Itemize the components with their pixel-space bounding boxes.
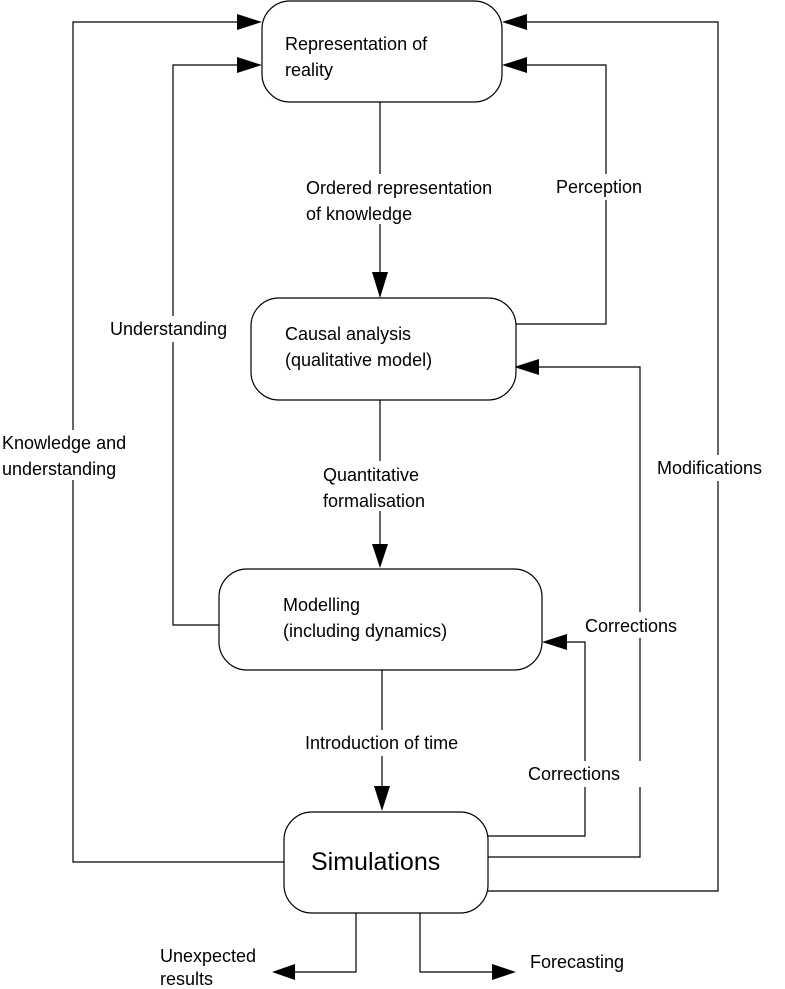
- edge-label-corrections-upper: Corrections: [585, 616, 677, 636]
- arrowhead-modifications: [502, 14, 527, 30]
- modelling-label-line1: Modelling: [283, 595, 360, 615]
- modelling-label-line2: (including dynamics): [283, 621, 447, 641]
- edge-label-corrections-lower: Corrections: [528, 764, 620, 784]
- simulations-box: [283, 811, 489, 914]
- edge-label-ordered-line2: of knowledge: [306, 204, 412, 224]
- arrowhead-perception: [502, 57, 527, 73]
- edge-label-knowledge-line2: understanding: [2, 459, 116, 479]
- causal-box: [250, 297, 517, 401]
- output-label-unexpected-line1: Unexpected: [160, 946, 256, 966]
- connector-corrections-lower: [488, 641, 586, 837]
- causal-label-line1: Causal analysis: [285, 324, 411, 344]
- output-label-unexpected-line2: results: [160, 969, 213, 989]
- arrowhead-knowledge: [237, 14, 262, 30]
- arrowhead-unexpected: [272, 964, 295, 980]
- arrowhead-to-modelling: [372, 544, 388, 568]
- causal-label-line2: (qualitative model): [285, 350, 432, 370]
- arrowhead-forecasting: [492, 964, 516, 980]
- simulations-label: Simulations: [311, 848, 440, 876]
- arrowhead-to-simulations: [374, 786, 390, 811]
- edge-label-quantitative-line1: Quantitative: [323, 465, 419, 485]
- edge-label-perception: Perception: [556, 177, 642, 197]
- edge-label-quantitative-line2: formalisation: [323, 491, 425, 511]
- arrowhead-understanding: [237, 57, 262, 73]
- edge-label-modifications: Modifications: [657, 458, 762, 478]
- output-label-forecasting: Forecasting: [530, 952, 624, 972]
- representation-label-line2: reality: [285, 60, 333, 80]
- edge-label-knowledge-line1: Knowledge and: [2, 433, 126, 453]
- connector-unexpected: [295, 913, 357, 973]
- arrowhead-corrections-lower: [542, 634, 567, 650]
- representation-label-line1: Representation of: [285, 34, 428, 54]
- arrowhead-corrections-upper: [514, 359, 539, 375]
- modelling-box: [218, 568, 543, 671]
- connector-understanding: [172, 64, 240, 626]
- representation-box: [261, 0, 503, 103]
- edge-label-ordered-line1: Ordered representation: [306, 178, 492, 198]
- edge-label-understanding: Understanding: [110, 319, 227, 339]
- arrowhead-to-causal: [372, 272, 388, 298]
- edge-label-time: Introduction of time: [305, 733, 458, 753]
- connector-forecasting: [419, 913, 492, 973]
